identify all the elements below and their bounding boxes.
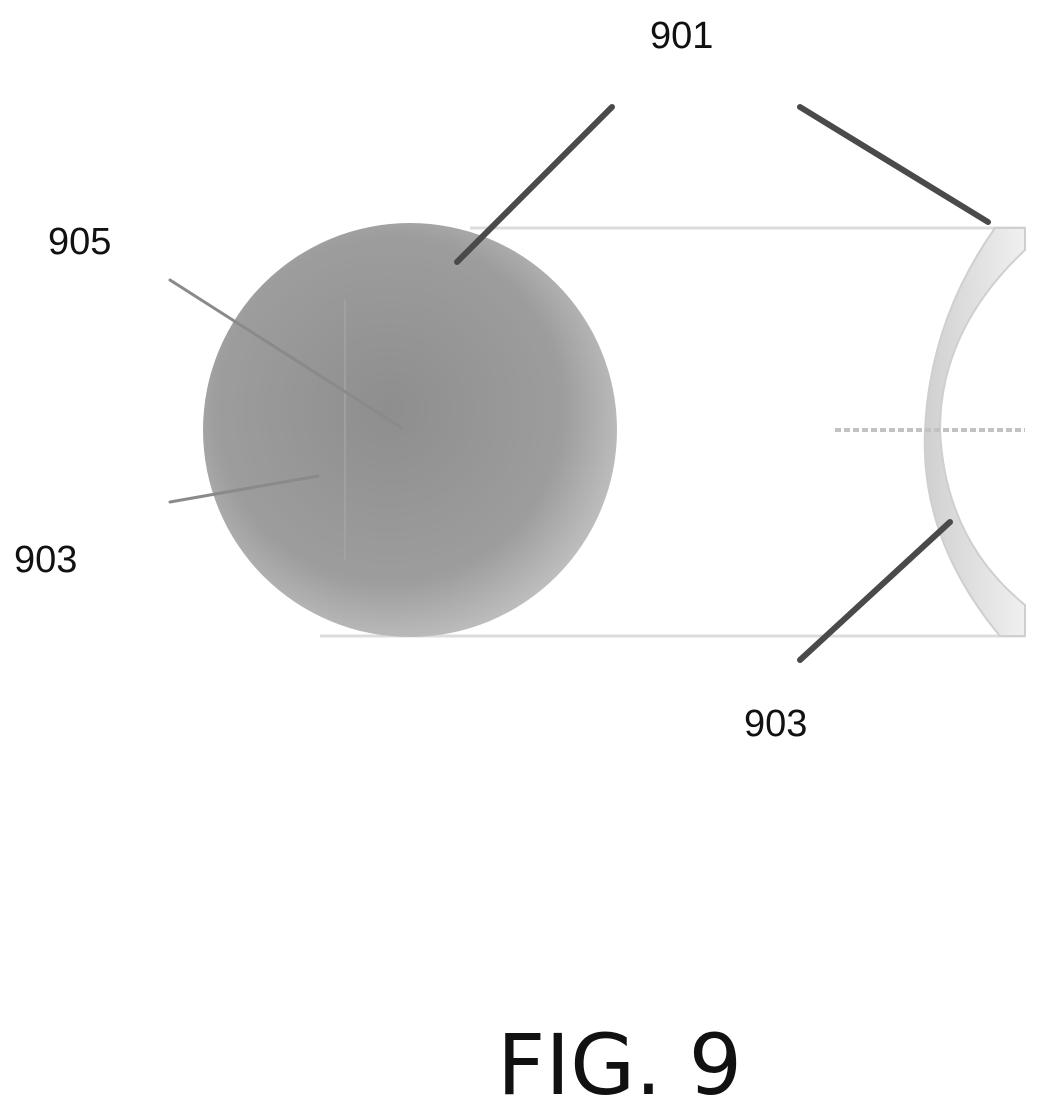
sphere xyxy=(203,223,617,637)
leader-line-901-sphere xyxy=(457,107,612,262)
figure-caption: FIG. 9 xyxy=(497,1016,742,1110)
label-903-right: 903 xyxy=(744,703,807,745)
leader-line-903-right xyxy=(800,522,950,660)
label-901: 901 xyxy=(650,15,713,57)
label-905: 905 xyxy=(48,221,111,263)
label-903-left: 903 xyxy=(14,539,77,581)
leader-line-901-meniscus xyxy=(800,107,988,222)
